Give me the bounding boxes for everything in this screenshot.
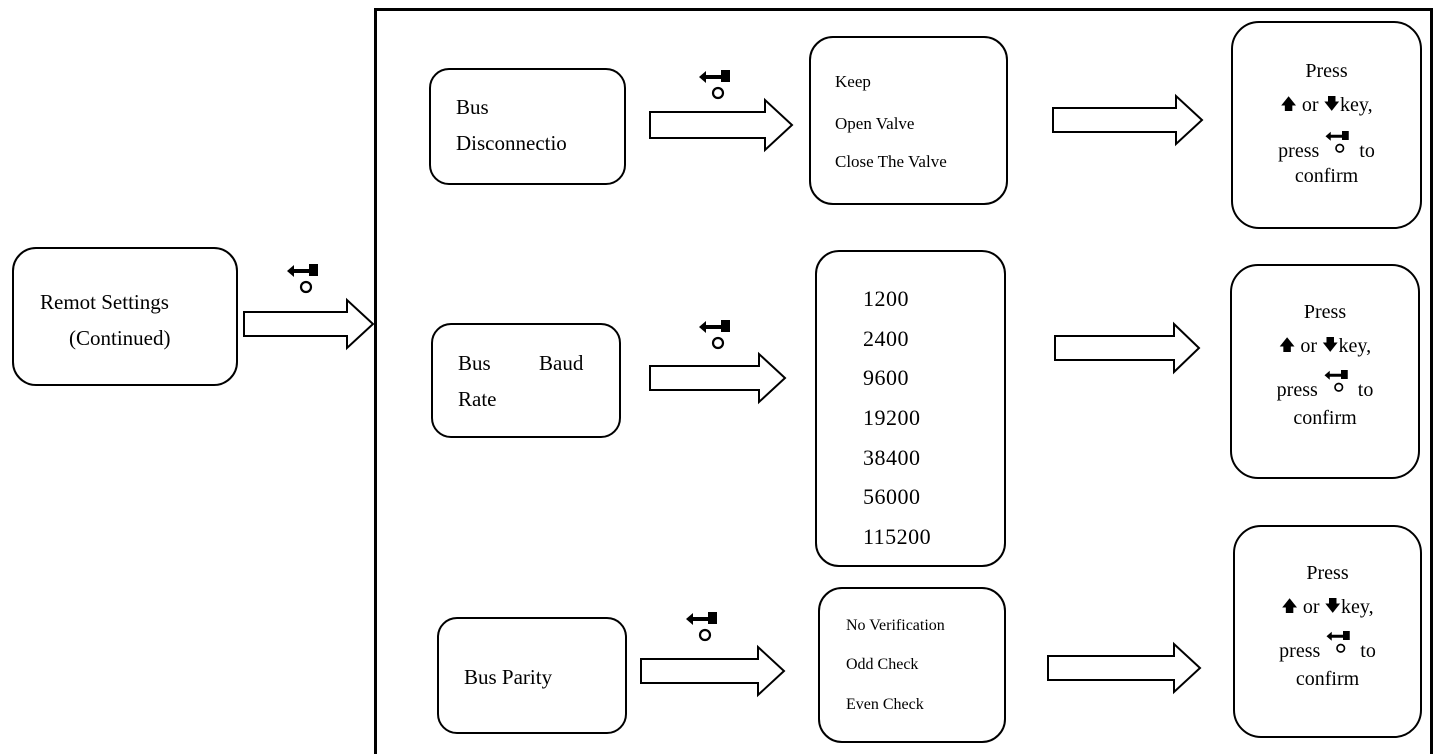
row3-confirm-arrow: [1047, 641, 1202, 695]
enter-key-icon: [686, 612, 717, 642]
prompt-to: to: [1359, 140, 1375, 162]
prompt-keys-line: 🡅 or 🡇key,: [1232, 336, 1418, 356]
bus-disconnection-label-line2: Disconnectio: [456, 131, 567, 155]
prompt-press-confirm-line: press to: [1233, 131, 1420, 161]
prompt-press-word: press: [1278, 140, 1320, 162]
enter-key-icon: [1325, 131, 1350, 153]
row1-confirm-arrow: [1052, 93, 1204, 147]
row2-confirm-arrow: [1054, 321, 1201, 375]
row1-options-box: Keep Open Valve Close The Valve: [809, 36, 1008, 205]
option-open-valve: Open Valve: [835, 114, 915, 133]
option-odd-check: Odd Check: [846, 656, 919, 673]
row2-flow-arrow: [649, 351, 787, 405]
prompt-confirm: confirm: [1293, 407, 1357, 429]
remote-settings-box: Remot Settings (Continued): [12, 247, 238, 386]
up-arrow-icon: 🡅: [1281, 598, 1298, 615]
baud-options-box: 1200 2400 9600 19200 38400 56000 115200: [815, 250, 1006, 567]
root-flow-arrow: [243, 297, 375, 351]
bus-baud-rate-box: Bus Baud Rate: [431, 323, 621, 438]
bus-baud-rate-label-bus: Bus: [458, 351, 491, 375]
row2-prompt-box: Press 🡅 or 🡇key, press to confirm: [1230, 264, 1420, 479]
baud-option-115200: 115200: [863, 524, 932, 549]
prompt-to: to: [1360, 640, 1376, 662]
remote-settings-label: Remot Settings: [40, 290, 169, 314]
option-even-check: Even Check: [846, 696, 924, 713]
prompt-press-word: press: [1279, 640, 1321, 662]
baud-option-9600: 9600: [863, 365, 909, 390]
row1-prompt-box: Press 🡅 or 🡇key, press to confirm: [1231, 21, 1422, 229]
down-arrow-icon: 🡇: [1322, 337, 1339, 354]
parity-options-box: No Verification Odd Check Even Check: [818, 587, 1006, 743]
bus-baud-rate-label-rate: Rate: [458, 387, 497, 411]
bus-disconnection-label-line1: Bus: [456, 95, 489, 119]
prompt-keys-line: 🡅 or 🡇key,: [1235, 597, 1420, 617]
option-no-verification: No Verification: [846, 617, 945, 634]
option-keep: Keep: [835, 72, 871, 91]
prompt-key: key,: [1341, 596, 1374, 618]
row3-flow-arrow: [640, 644, 786, 698]
bus-parity-label: Bus Parity: [464, 665, 553, 689]
up-arrow-icon: 🡅: [1280, 96, 1297, 113]
enter-key-icon: [1324, 370, 1348, 392]
baud-option-2400: 2400: [863, 326, 909, 351]
bus-disconnection-box: Bus Disconnectio: [429, 68, 626, 185]
prompt-press: Press: [1303, 301, 1347, 323]
prompt-key: key,: [1338, 335, 1372, 357]
prompt-or: or: [1301, 94, 1319, 116]
prompt-press: Press: [1306, 562, 1349, 584]
prompt-or: or: [1300, 335, 1318, 357]
down-arrow-icon: 🡇: [1324, 598, 1341, 615]
option-close-valve: Close The Valve: [835, 152, 947, 171]
baud-option-56000: 56000: [863, 484, 921, 509]
prompt-press-confirm-line: press to: [1235, 631, 1420, 661]
prompt-or: or: [1302, 596, 1320, 618]
prompt-key: key,: [1340, 94, 1373, 116]
prompt-press: Press: [1305, 60, 1348, 82]
bus-baud-rate-label-baud: Baud: [539, 351, 584, 375]
enter-key-icon: [699, 70, 730, 100]
prompt-confirm: confirm: [1295, 668, 1360, 690]
prompt-confirm: confirm: [1294, 165, 1359, 187]
row1-flow-arrow: [649, 97, 794, 153]
prompt-keys-line: 🡅 or 🡇key,: [1233, 95, 1420, 115]
bus-parity-box: Bus Parity: [437, 617, 627, 734]
settings-frame: [374, 8, 1433, 754]
enter-key-icon: [699, 320, 730, 350]
prompt-to: to: [1357, 379, 1374, 401]
row3-prompt-box: Press 🡅 or 🡇key, press to confirm: [1233, 525, 1422, 738]
remote-settings-continued-label: (Continued): [69, 326, 171, 350]
prompt-press-word: press: [1276, 379, 1318, 401]
baud-option-38400: 38400: [863, 445, 921, 470]
down-arrow-icon: 🡇: [1323, 96, 1340, 113]
enter-key-icon: [1326, 631, 1351, 653]
prompt-press-confirm-line: press to: [1232, 370, 1418, 400]
baud-option-1200: 1200: [863, 286, 909, 311]
up-arrow-icon: 🡅: [1278, 337, 1296, 354]
baud-option-19200: 19200: [863, 405, 921, 430]
enter-key-icon: [287, 264, 318, 294]
